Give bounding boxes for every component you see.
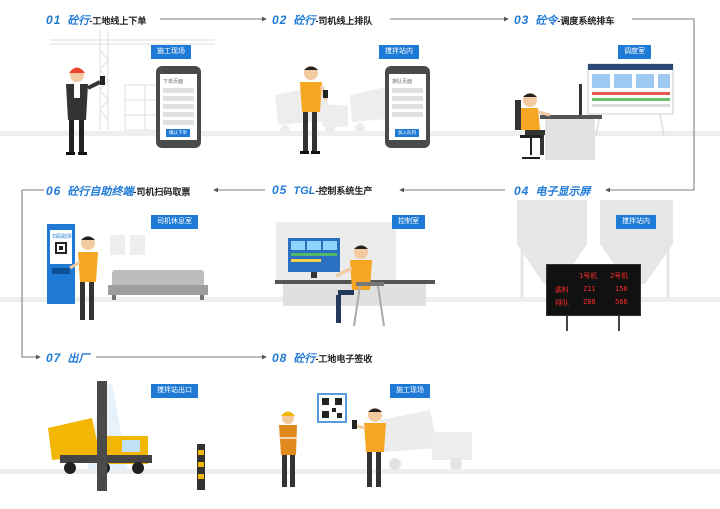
location-tag: 搅拌站内 (379, 45, 419, 59)
step-subtitle: -控制系统生产 (315, 186, 373, 196)
kiosk-header: 扫码取票 (52, 234, 73, 240)
led-row2-label: 排队 (555, 299, 569, 307)
site-signoff-8 (279, 393, 472, 487)
led-col2: 2号机 (610, 272, 629, 280)
step-03-heading: 03 砼令 -调度系统排车 (514, 12, 614, 28)
driver-with-phone-2 (300, 66, 328, 154)
worker-with-phone-1 (66, 67, 105, 155)
location-tag: 控制室 (392, 215, 425, 229)
location-tag: 施工现场 (151, 45, 191, 59)
step-title: 砼行 (67, 15, 90, 27)
led-row2-v1: Z88 (583, 298, 596, 306)
led-display-board: 1号机 2号机 装料 Z11 156 排队 Z88 566 (546, 264, 641, 316)
step-04-heading: 04 电子显示屏 (514, 183, 590, 199)
location-tag: 搅拌站内 (616, 215, 656, 229)
step-title: 砼行 (293, 353, 316, 365)
mixer-truck-exit-7 (48, 381, 205, 491)
phone-1-header: 下单页面 (163, 79, 184, 85)
mixer-trucks-2 (275, 85, 400, 135)
step-title: 出厂 (67, 353, 90, 365)
step-subtitle: -工地线上下单 (89, 16, 147, 26)
flow-arrows (21, 16, 695, 360)
step-number: 08 (272, 351, 288, 365)
step-05-heading: 05 TGL -控制系统生产 (272, 183, 372, 197)
led-row1-label: 装料 (555, 286, 569, 294)
led-row1-v2: 156 (615, 285, 628, 293)
step-subtitle: -司机扫码取票 (133, 187, 191, 197)
step-06-heading: 06 砼行自助终端 -司机扫码取票 (46, 183, 190, 199)
step-number: 02 (272, 13, 288, 27)
step-subtitle: -司机线上排队 (315, 16, 373, 26)
control-room-5 (275, 222, 435, 327)
ground-line-row1 (0, 131, 720, 136)
step-07-heading: 07 出厂 (46, 350, 89, 366)
step-number: 04 (514, 184, 530, 198)
step-number: 06 (46, 184, 62, 198)
led-row1-v1: Z11 (583, 285, 596, 293)
location-tag: 施工现场 (390, 384, 430, 398)
location-tag: 调度室 (618, 45, 651, 59)
self-service-kiosk-6 (47, 224, 75, 304)
dispatch-dashboard-3 (587, 63, 674, 137)
step-title: 电子显示屏 (535, 186, 591, 198)
step-number: 05 (272, 183, 288, 197)
dispatcher-desk-3 (515, 84, 602, 160)
led-col1: 1号机 (579, 272, 598, 280)
step-title: 砼行自助终端 (67, 186, 134, 198)
location-tag: 司机休息室 (151, 215, 198, 229)
step-subtitle: -工地电子签收 (315, 354, 373, 364)
phone-2-button: 加入队列 (395, 129, 419, 137)
phone-2-header: 排队页面 (392, 79, 413, 85)
step-08-heading: 08 砼行 -工地电子签收 (272, 350, 372, 366)
step-title: TGL (293, 185, 316, 197)
driver-at-kiosk-6 (69, 236, 98, 320)
led-row2-v2: 566 (615, 298, 628, 306)
step-title: 砼行 (293, 15, 316, 27)
step-number: 07 (46, 351, 62, 365)
location-tag: 搅拌站出口 (151, 384, 198, 398)
step-title: 砼令 (535, 15, 558, 27)
phone-mockup-1 (156, 66, 201, 148)
ground-line-row3 (0, 469, 720, 474)
step-number: 01 (46, 13, 62, 27)
lounge-6 (108, 235, 208, 300)
step-number: 03 (514, 13, 530, 27)
step-01-heading: 01 砼行 -工地线上下单 (46, 12, 146, 28)
step-subtitle: -调度系统排车 (557, 16, 615, 26)
phone-1-button: 确认下单 (166, 129, 190, 137)
step-02-heading: 02 砼行 -司机线上排队 (272, 12, 372, 28)
led-board-posts (566, 314, 620, 331)
